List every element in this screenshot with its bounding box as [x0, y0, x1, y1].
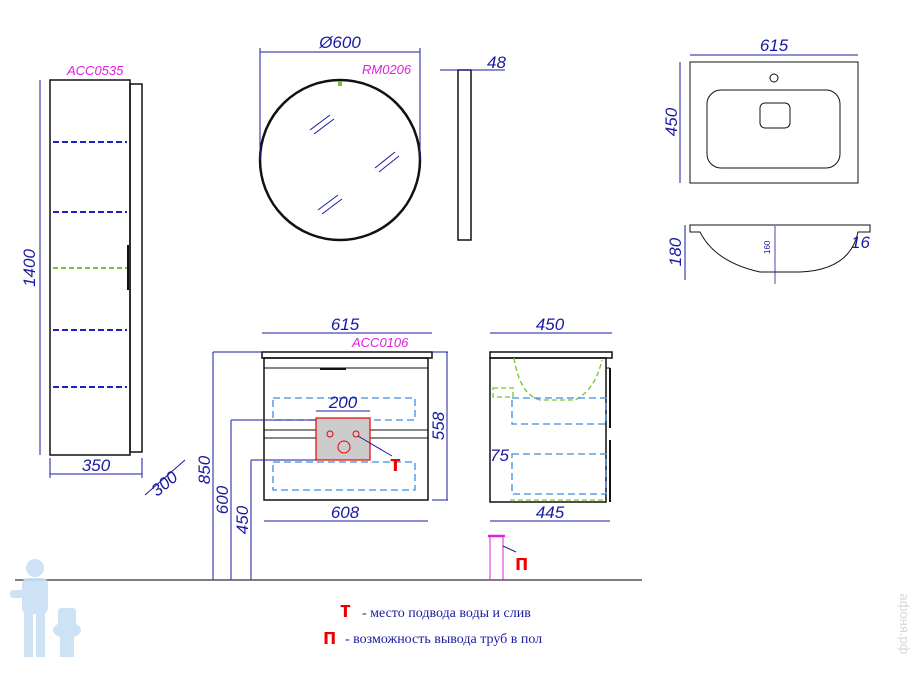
- connection-width: 200: [328, 393, 358, 412]
- legend-text-p: - возможность вывода труб в пол: [345, 632, 542, 647]
- legend-text-t: - место подвода воды и слив: [362, 606, 531, 621]
- mirror: Ø600 RM0206 48: [258, 33, 506, 242]
- legend-symbol-t: т: [340, 597, 351, 622]
- mirror-depth: 48: [487, 53, 506, 72]
- vanity-code: ACC0106: [351, 335, 409, 350]
- floor-to-top: 850: [195, 455, 214, 484]
- watermark: афоня.рф: [897, 594, 912, 655]
- sink-rim: 16: [851, 233, 870, 252]
- sink-depth: 450: [662, 107, 681, 136]
- sink-section-view: 160 180 16: [666, 224, 871, 284]
- sink-height: 180: [666, 237, 685, 266]
- t-marker: т: [390, 451, 401, 476]
- tall-cabinet-width: 350: [82, 456, 111, 475]
- p-marker: п: [515, 550, 528, 575]
- sink-width: 615: [760, 36, 789, 55]
- side-offset: 75: [490, 446, 509, 465]
- sink-bowl-depth: 160: [763, 240, 772, 254]
- tall-cabinet-code: ACC0535: [66, 63, 124, 78]
- legend-symbol-p: п: [323, 624, 336, 649]
- vanity-front-view: 200 т 615 ACC0106 558 608 850 600 450: [195, 315, 448, 580]
- vanity-side-view: 450 75 445 п: [488, 315, 613, 581]
- floor-to-connection-top: 600: [213, 485, 232, 514]
- legend: т - место подвода воды и слив п - возмож…: [323, 597, 542, 649]
- plumber-logo: [10, 559, 81, 657]
- tall-cabinet-depth: 300: [147, 467, 181, 500]
- side-body-depth: 445: [536, 503, 565, 522]
- mirror-code: RM0206: [362, 62, 412, 77]
- sink-top-view: 615 450: [662, 36, 859, 184]
- floor-to-connection-bottom: 450: [233, 505, 252, 534]
- side-top-depth: 450: [536, 315, 565, 334]
- vanity-body-width: 608: [331, 503, 360, 522]
- tall-cabinet: ACC0535 1400 350 300: [20, 63, 186, 500]
- vanity-top-width: 615: [331, 315, 360, 334]
- tall-cabinet-height: 1400: [20, 249, 39, 287]
- vanity-height: 558: [429, 411, 448, 440]
- mirror-diameter: Ø600: [318, 33, 361, 52]
